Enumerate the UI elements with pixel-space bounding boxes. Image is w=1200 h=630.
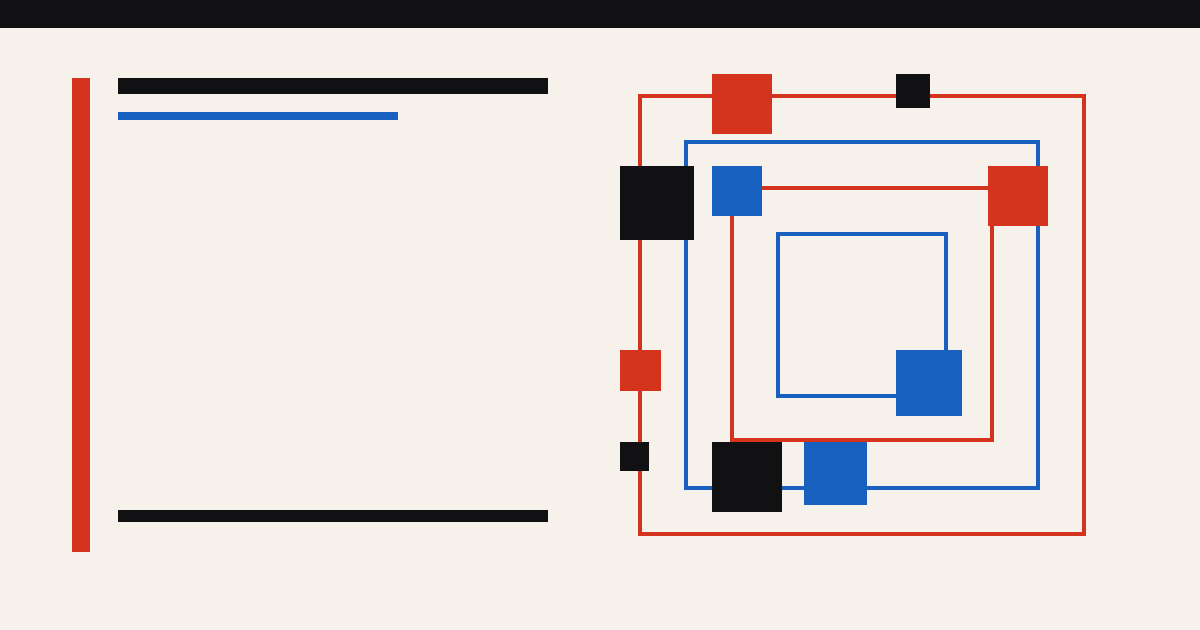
left-accent-bar — [72, 78, 90, 552]
top-bar — [0, 0, 1200, 28]
black-block-left — [620, 166, 694, 240]
inner-blue-frame — [776, 232, 948, 398]
black-block-bottom-small — [620, 442, 649, 471]
black-block-bottom — [712, 442, 782, 512]
red-block-top — [712, 74, 772, 134]
subtitle-placeholder-bar — [118, 112, 398, 120]
red-block-left-small — [620, 350, 661, 391]
title-placeholder-bar — [118, 78, 548, 94]
black-block-top-small — [896, 74, 930, 108]
outer-red-frame — [638, 94, 1086, 536]
red-block-right — [988, 166, 1048, 226]
geometric-composition — [620, 74, 1086, 536]
blue-block-center — [896, 350, 962, 416]
blue-block-upper — [712, 166, 762, 216]
blue-block-bottom — [804, 442, 867, 505]
footer-placeholder-bar — [118, 510, 548, 522]
inner-red-frame — [730, 186, 994, 442]
